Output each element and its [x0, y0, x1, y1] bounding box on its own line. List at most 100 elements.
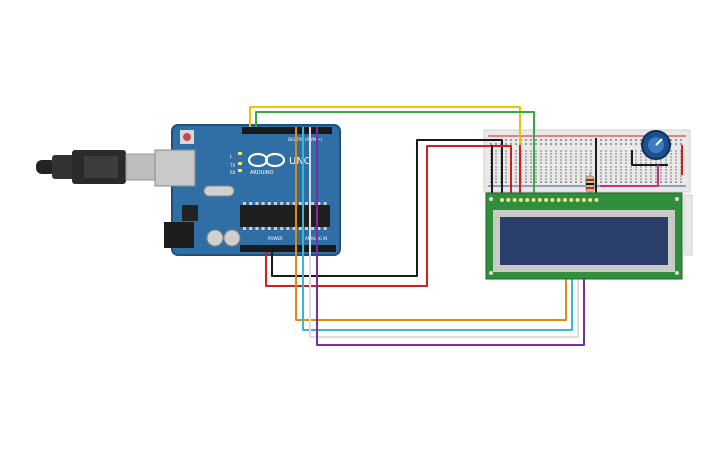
breadboard-hole[interactable] [635, 166, 637, 168]
breadboard-hole[interactable] [505, 162, 507, 164]
breadboard-hole[interactable] [530, 139, 532, 141]
breadboard-hole[interactable] [675, 139, 677, 141]
breadboard-hole[interactable] [575, 178, 577, 180]
breadboard-hole[interactable] [675, 178, 677, 180]
breadboard-hole[interactable] [540, 156, 542, 158]
breadboard-hole[interactable] [515, 153, 517, 155]
breadboard-hole[interactable] [570, 159, 572, 161]
breadboard-hole[interactable] [585, 159, 587, 161]
wire-orange[interactable] [295, 127, 567, 321]
breadboard-hole[interactable] [530, 153, 532, 155]
breadboard-hole[interactable] [525, 153, 527, 155]
lcd-pin[interactable] [518, 198, 523, 202]
breadboard-hole[interactable] [580, 139, 582, 141]
breadboard-hole[interactable] [530, 169, 532, 171]
breadboard-hole[interactable] [515, 181, 517, 183]
breadboard-hole[interactable] [555, 143, 557, 145]
breadboard-hole[interactable] [600, 181, 602, 183]
breadboard-hole[interactable] [535, 139, 537, 141]
breadboard-hole[interactable] [540, 172, 542, 174]
breadboard-hole[interactable] [660, 178, 662, 180]
breadboard-hole[interactable] [575, 162, 577, 164]
breadboard-hole[interactable] [540, 185, 542, 187]
breadboard-hole[interactable] [550, 166, 552, 168]
breadboard-hole[interactable] [505, 153, 507, 155]
lcd-pin[interactable] [569, 198, 574, 202]
breadboard-hole[interactable] [640, 175, 642, 177]
breadboard-hole[interactable] [670, 150, 672, 152]
breadboard-hole[interactable] [560, 153, 562, 155]
breadboard-hole[interactable] [565, 178, 567, 180]
breadboard-hole[interactable] [560, 162, 562, 164]
breadboard-hole[interactable] [570, 181, 572, 183]
breadboard-hole[interactable] [635, 181, 637, 183]
breadboard-hole[interactable] [510, 139, 512, 141]
breadboard-hole[interactable] [665, 166, 667, 168]
breadboard-hole[interactable] [645, 162, 647, 164]
breadboard-hole[interactable] [550, 175, 552, 177]
breadboard-hole[interactable] [575, 185, 577, 187]
breadboard-hole[interactable] [665, 169, 667, 171]
breadboard-hole[interactable] [630, 178, 632, 180]
breadboard-hole[interactable] [620, 156, 622, 158]
breadboard-hole[interactable] [515, 175, 517, 177]
breadboard-hole[interactable] [615, 181, 617, 183]
breadboard-hole[interactable] [640, 169, 642, 171]
breadboard-hole[interactable] [530, 159, 532, 161]
breadboard-hole[interactable] [550, 178, 552, 180]
breadboard-hole[interactable] [580, 143, 582, 145]
breadboard-hole[interactable] [580, 175, 582, 177]
breadboard-hole[interactable] [545, 178, 547, 180]
breadboard-hole[interactable] [495, 169, 497, 171]
breadboard-hole[interactable] [605, 143, 607, 145]
breadboard-hole[interactable] [570, 139, 572, 141]
breadboard-hole[interactable] [655, 162, 657, 164]
breadboard-hole[interactable] [615, 153, 617, 155]
breadboard-hole[interactable] [495, 150, 497, 152]
breadboard-hole[interactable] [635, 162, 637, 164]
breadboard-hole[interactable] [535, 159, 537, 161]
breadboard-hole[interactable] [550, 185, 552, 187]
breadboard-hole[interactable] [610, 156, 612, 158]
breadboard-hole[interactable] [550, 150, 552, 152]
breadboard-hole[interactable] [610, 178, 612, 180]
breadboard-hole[interactable] [535, 181, 537, 183]
breadboard-hole[interactable] [555, 162, 557, 164]
breadboard-hole[interactable] [560, 143, 562, 145]
breadboard-hole[interactable] [605, 150, 607, 152]
breadboard-hole[interactable] [530, 181, 532, 183]
breadboard-hole[interactable] [535, 169, 537, 171]
breadboard-hole[interactable] [545, 139, 547, 141]
breadboard-hole[interactable] [605, 181, 607, 183]
breadboard-hole[interactable] [495, 185, 497, 187]
breadboard-hole[interactable] [555, 139, 557, 141]
breadboard-hole[interactable] [540, 169, 542, 171]
breadboard-hole[interactable] [575, 150, 577, 152]
breadboard-hole[interactable] [675, 156, 677, 158]
breadboard-hole[interactable] [560, 181, 562, 183]
breadboard-hole[interactable] [635, 156, 637, 158]
breadboard-hole[interactable] [620, 166, 622, 168]
breadboard-hole[interactable] [610, 162, 612, 164]
breadboard-hole[interactable] [640, 181, 642, 183]
breadboard-hole[interactable] [585, 172, 587, 174]
breadboard-hole[interactable] [495, 159, 497, 161]
breadboard-hole[interactable] [505, 185, 507, 187]
breadboard-hole[interactable] [525, 185, 527, 187]
breadboard-hole[interactable] [570, 185, 572, 187]
breadboard-hole[interactable] [665, 181, 667, 183]
breadboard-hole[interactable] [570, 172, 572, 174]
breadboard-hole[interactable] [625, 162, 627, 164]
breadboard-hole[interactable] [585, 175, 587, 177]
breadboard-hole[interactable] [590, 139, 592, 141]
breadboard-hole[interactable] [580, 159, 582, 161]
breadboard-hole[interactable] [515, 150, 517, 152]
breadboard-hole[interactable] [625, 175, 627, 177]
breadboard-hole[interactable] [660, 181, 662, 183]
breadboard-hole[interactable] [675, 150, 677, 152]
breadboard-hole[interactable] [560, 156, 562, 158]
breadboard-hole[interactable] [540, 181, 542, 183]
breadboard-hole[interactable] [670, 172, 672, 174]
breadboard-hole[interactable] [600, 162, 602, 164]
breadboard-hole[interactable] [565, 159, 567, 161]
